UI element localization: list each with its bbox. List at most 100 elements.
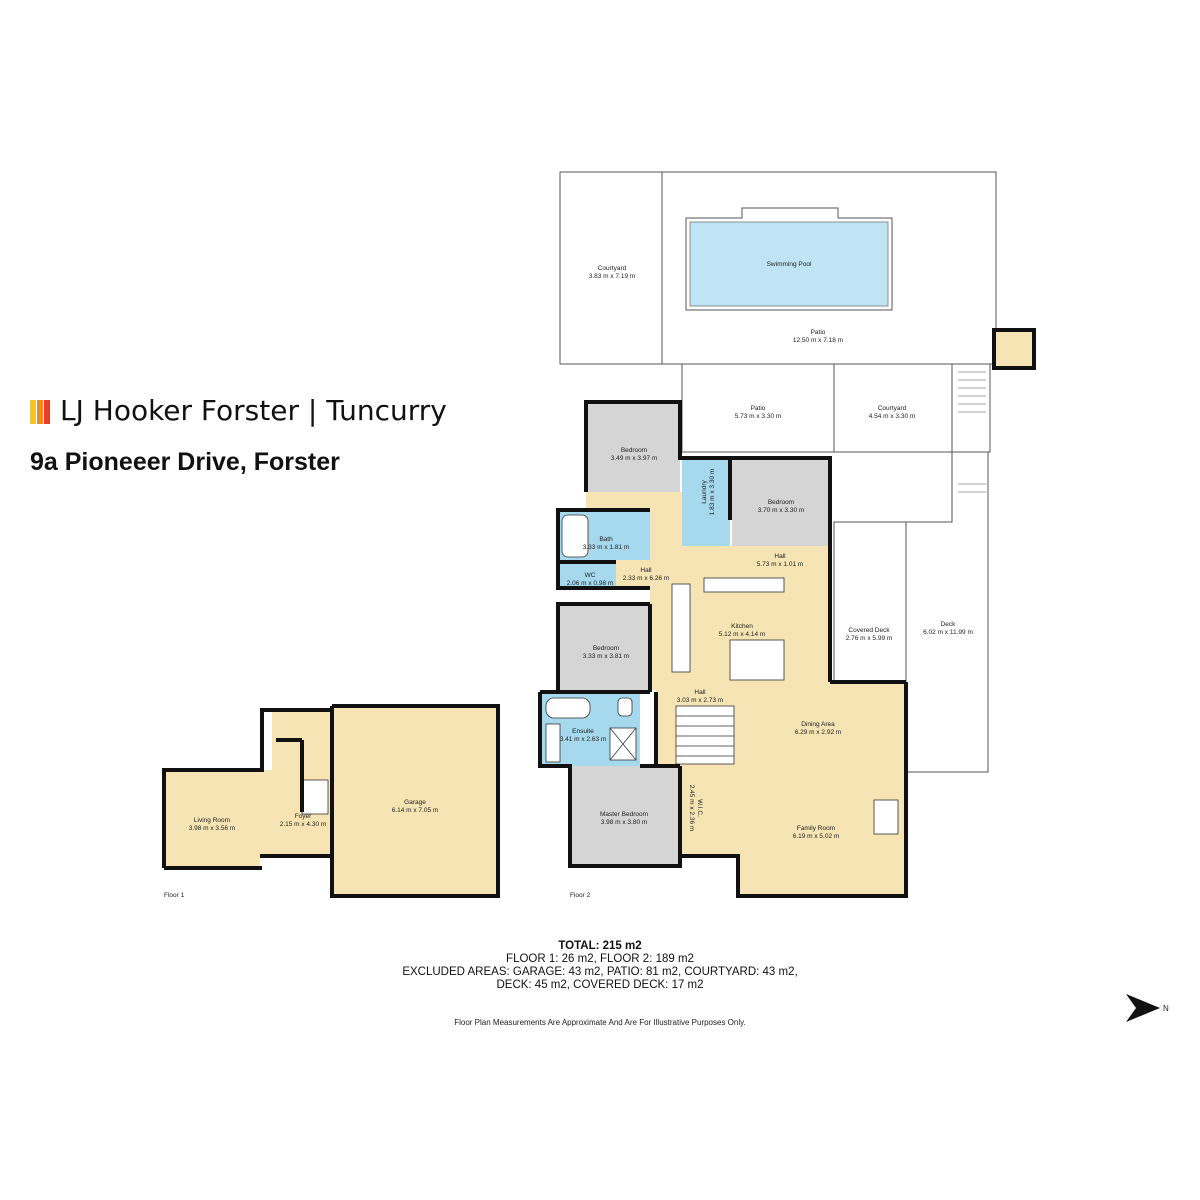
room-dimensions: 5.12 m x 4.14 m	[719, 631, 766, 638]
room-dimensions: 2.45 m x 2.36 m	[688, 785, 695, 832]
room-name: Laundry	[701, 480, 708, 504]
room-area-foyer	[260, 710, 332, 856]
room-area-master-bedroom	[570, 766, 680, 866]
room-name: Deck	[941, 621, 957, 628]
floor-1-label: Floor 1	[164, 892, 185, 899]
room-name: Dining Area	[801, 721, 835, 728]
room-dimensions: 3.03 m x 2.73 m	[677, 697, 724, 704]
room-area-living-room	[164, 770, 260, 868]
room-name: Kitchen	[731, 623, 753, 630]
room-dimensions: 3.41 m x 2.63 m	[560, 736, 607, 743]
floor-1-walls	[162, 704, 500, 898]
room-name: Patio	[751, 405, 766, 412]
room-dimensions: 6.19 m x 5.02 m	[793, 833, 840, 840]
brand-location: Tuncurry	[326, 394, 447, 427]
room-name: Hall	[774, 553, 786, 560]
room-dimensions: 3.98 m x 3.80 m	[601, 819, 648, 826]
outdoor-areas	[559, 171, 1036, 773]
room-name: Foyer	[295, 813, 312, 820]
room-name: Master Bedroom	[600, 811, 648, 818]
room-name: Bedroom	[768, 499, 794, 506]
vanity-icon	[545, 723, 561, 763]
room-name: Bedroom	[593, 645, 619, 652]
north-arrow-icon	[1126, 994, 1160, 1022]
room-dimensions: 3.33 m x 3.81 m	[583, 653, 630, 660]
kitchen-bench-top-icon	[703, 577, 785, 593]
room-area-covered-deck	[833, 521, 907, 683]
disclaimer: Floor Plan Measurements Are Approximate …	[454, 1018, 746, 1027]
room-dimensions: 3.49 m x 3.97 m	[611, 455, 658, 462]
room-area-deck	[905, 451, 989, 773]
fireplace-icon	[873, 799, 899, 835]
room-dimensions: 12.50 m x 7.18 m	[793, 337, 843, 344]
stairs-icon	[675, 705, 735, 765]
room-area-bedroom-3	[558, 604, 650, 692]
room-label-wc: WC2.06 m x 0.98 m	[567, 572, 614, 587]
room-area-patio-small	[681, 363, 835, 453]
bathtub-ensuite-icon	[545, 697, 591, 719]
room-name: Garage	[404, 799, 426, 806]
fixtures	[545, 514, 899, 835]
room-area-pool-shed	[992, 328, 1036, 370]
property-address: 9a Pioneeer Drive, Forster	[30, 448, 340, 476]
toilet-icon	[617, 697, 633, 717]
bathtub-icon	[561, 514, 589, 558]
room-area-courtyard-east	[833, 363, 953, 453]
room-dimensions: 1.83 m x 3.30 m	[709, 469, 716, 516]
room-dimensions: 4.54 m x 3.30 m	[869, 413, 916, 420]
room-dimensions: 2.76 m x 5.99 m	[846, 635, 893, 642]
area-summary: TOTAL: 215 m2 FLOOR 1: 26 m2, FLOOR 2: 1…	[300, 940, 900, 992]
swimming-pool-icon	[685, 207, 893, 311]
steps-lines	[958, 371, 986, 493]
room-dimensions: 5.73 m x 1.01 m	[757, 561, 804, 568]
room-dimensions: 5.73 m x 3.30 m	[735, 413, 782, 420]
room-name: Hall	[694, 689, 706, 696]
room-name: Patio	[811, 329, 826, 336]
floor-1-rooms	[164, 706, 498, 896]
room-name: Courtyard	[598, 265, 627, 272]
room-dimensions: 3.70 m x 3.30 m	[758, 507, 805, 514]
room-name: Bedroom	[621, 447, 647, 454]
stairs-floor1-icon	[301, 779, 329, 815]
room-name: Ensuite	[572, 728, 594, 735]
room-area-wc	[558, 562, 616, 588]
room-dimensions: 6.02 m x 11.99 m	[923, 629, 973, 636]
brand-separator: |	[307, 394, 318, 427]
kitchen-bench-icon	[671, 583, 691, 673]
room-dimensions: 2.15 m x 4.30 m	[280, 821, 327, 828]
room-area-swimming-pool	[689, 221, 889, 307]
room-dimensions: 3.83 m x 7.19 m	[589, 273, 636, 280]
room-name: Family Room	[797, 825, 835, 832]
brand-name: LJ Hooker Forster	[60, 394, 299, 427]
room-name: Swimming Pool	[767, 261, 812, 268]
room-area-bedroom-1	[586, 402, 680, 492]
floor-2-label: Floor 2	[570, 892, 591, 899]
lj-hooker-logo-icon	[30, 400, 52, 424]
north-compass-icon: N	[1126, 994, 1169, 1022]
room-name: Courtyard	[878, 405, 907, 412]
room-name: Hall	[640, 567, 652, 574]
kitchen-island-icon	[729, 639, 785, 681]
